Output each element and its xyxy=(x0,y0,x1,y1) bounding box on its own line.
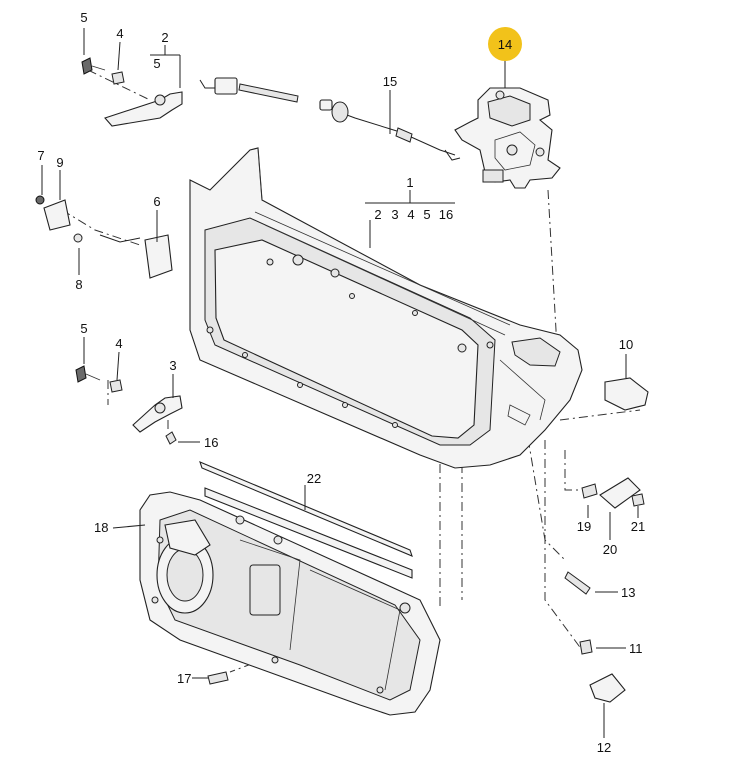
callout-1-sub-5: 5 xyxy=(423,207,430,222)
striker xyxy=(579,639,626,703)
callout-4-upper: 4 xyxy=(116,26,123,41)
callout-9: 9 xyxy=(56,155,63,170)
callout-7: 7 xyxy=(37,148,44,163)
lower-hinge xyxy=(75,365,183,445)
bolt-13 xyxy=(564,571,591,595)
callout-14: 14 xyxy=(498,37,512,52)
inner-trim-panel xyxy=(139,491,441,716)
highlight-circle xyxy=(488,27,522,61)
callout-12: 12 xyxy=(597,740,611,755)
lock-cable xyxy=(199,77,461,161)
callout-10: 10 xyxy=(619,337,633,352)
callout-20: 20 xyxy=(603,542,617,557)
callout-16: 16 xyxy=(204,435,218,450)
callout-19: 19 xyxy=(577,519,591,534)
door-lock xyxy=(454,87,561,189)
callout-18: 18 xyxy=(94,520,108,535)
callout-1-sub-2: 2 xyxy=(374,207,381,222)
callout-2: 2 xyxy=(161,30,168,45)
upper-hinge xyxy=(81,57,183,127)
door-shell xyxy=(189,147,583,469)
cover-bracket xyxy=(581,477,645,509)
callout-13: 13 xyxy=(621,585,635,600)
callout-21: 21 xyxy=(631,519,645,534)
callout-15: 15 xyxy=(383,74,397,89)
callouts: 14 5 4 2 5 15 7 9 6 8 1 2 3 4 5 16 5 4 3… xyxy=(37,10,645,755)
mirror xyxy=(604,377,649,411)
leader-lines xyxy=(41,28,639,738)
callout-17: 17 xyxy=(177,671,191,686)
wiring-harness xyxy=(35,195,173,279)
callout-1: 1 xyxy=(406,175,413,190)
callout-1-sub-16: 16 xyxy=(439,207,453,222)
callout-8: 8 xyxy=(75,277,82,292)
callout-3: 3 xyxy=(169,358,176,373)
callout-5-lower: 5 xyxy=(80,321,87,336)
callout-11: 11 xyxy=(629,641,643,656)
callout-2-sub: 5 xyxy=(153,56,160,71)
callout-4-lower: 4 xyxy=(115,336,122,351)
callout-6: 6 xyxy=(153,194,160,209)
callout-1-sub-3: 3 xyxy=(391,207,398,222)
screw-17 xyxy=(207,671,229,685)
callout-1-sub-4: 4 xyxy=(407,207,414,222)
callout-22: 22 xyxy=(307,471,321,486)
callout-5-upper: 5 xyxy=(80,10,87,25)
window-seal-strip xyxy=(199,461,413,579)
